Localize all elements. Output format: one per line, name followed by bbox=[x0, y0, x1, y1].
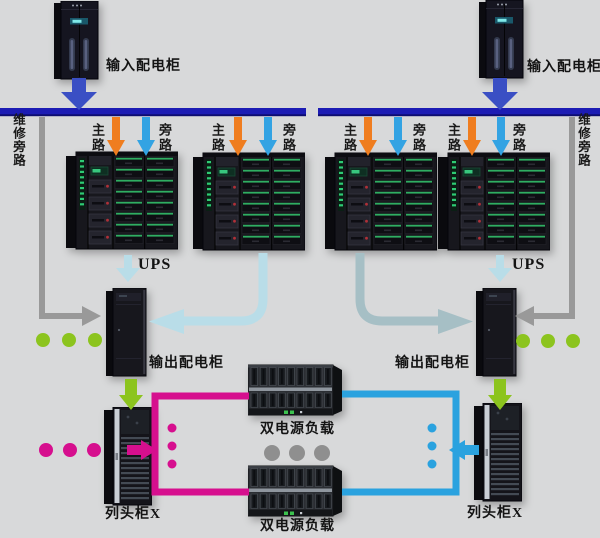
bypass-path-label-a1: 旁路 bbox=[157, 123, 172, 153]
ups-cabinet-icon bbox=[325, 151, 437, 253]
ups-cabinet-a1 bbox=[66, 150, 178, 252]
main-path-label-a1: 主路 bbox=[90, 123, 105, 153]
magenta-dots-vertical bbox=[167, 423, 177, 469]
path-a-bus bbox=[151, 392, 249, 496]
input-cabinet-label-left: 输入配电柜 bbox=[106, 59, 181, 74]
bus-bar-right bbox=[318, 108, 600, 116]
ups-cabinet-b2 bbox=[438, 151, 550, 253]
input-feed-arrow-left bbox=[61, 78, 97, 110]
ups-cabinet-a2 bbox=[193, 151, 305, 253]
blade-chassis-icon bbox=[248, 361, 342, 419]
row-cabinet-label-left: 列头柜X bbox=[105, 507, 162, 522]
output-cabinet-label-right: 输出配电柜 bbox=[395, 356, 470, 371]
ups-output-curve-left bbox=[184, 253, 268, 326]
ups-output-down-arrow-left bbox=[116, 255, 140, 282]
output-cabinet-icon bbox=[476, 288, 517, 377]
green-dots-right bbox=[516, 334, 580, 348]
ups-output-arrow-left bbox=[149, 309, 184, 334]
output-cabinet-left bbox=[106, 288, 148, 378]
ups-cabinet-icon bbox=[193, 151, 305, 253]
maintenance-bypass-label-right: 维修旁路 bbox=[576, 113, 590, 167]
path-b-bus bbox=[342, 390, 460, 496]
dual-load-lower bbox=[248, 462, 342, 520]
bus-bar-left-edge bbox=[0, 114, 306, 117]
bypass-path-label-b2: 旁路 bbox=[511, 123, 526, 153]
magenta-dots-horizontal bbox=[39, 443, 101, 457]
dual-load-label-upper: 双电源负载 bbox=[260, 422, 335, 437]
ups-output-down-arrow-right bbox=[488, 255, 512, 282]
output-cabinet-right bbox=[476, 288, 518, 378]
ups-label-right: UPS bbox=[512, 256, 546, 273]
row-cabinet-icon bbox=[104, 407, 152, 506]
row-cabinet-label-right: 列头柜X bbox=[467, 506, 524, 521]
main-path-label-b2: 主路 bbox=[446, 123, 461, 153]
output-cabinet-label-left: 输出配电柜 bbox=[149, 356, 224, 371]
bypass-path-label-b1: 旁路 bbox=[411, 123, 426, 153]
ups-output-arrow-right bbox=[438, 309, 473, 334]
input-cabinet-icon bbox=[479, 0, 524, 79]
blue-dots-vertical bbox=[427, 423, 437, 469]
maintenance-bypass-label-left: 维修旁路 bbox=[11, 113, 25, 167]
green-dots-left bbox=[36, 333, 102, 347]
maintenance-bypass-arrow-left bbox=[82, 306, 101, 326]
dual-load-label-lower: 双电源负载 bbox=[260, 519, 335, 534]
bypass-path-label-a2: 旁路 bbox=[281, 123, 296, 153]
row-cabinet-left bbox=[104, 407, 152, 507]
input-cabinet-icon bbox=[54, 1, 99, 80]
ups-cabinet-icon bbox=[438, 151, 550, 253]
input-cabinet-label-right: 输入配电柜 bbox=[527, 60, 600, 75]
input-cabinet-right bbox=[479, 0, 525, 80]
dual-load-upper bbox=[248, 361, 342, 419]
input-feed-arrow-right bbox=[482, 78, 518, 110]
blade-chassis-icon bbox=[248, 462, 342, 520]
bus-bar-right-edge bbox=[318, 114, 600, 117]
ups-label-left: UPS bbox=[138, 256, 172, 273]
output-to-row-arrow-left bbox=[119, 379, 143, 410]
row-cabinet-icon bbox=[474, 403, 522, 502]
main-path-label-a2: 主路 bbox=[210, 123, 225, 153]
bus-bar-left bbox=[0, 108, 306, 116]
input-cabinet-left bbox=[54, 1, 100, 81]
output-cabinet-icon bbox=[106, 288, 147, 377]
main-path-label-b1: 主路 bbox=[342, 123, 357, 153]
row-cabinet-right bbox=[474, 403, 522, 503]
gray-dots bbox=[264, 445, 330, 461]
ups-cabinet-b1 bbox=[325, 151, 437, 253]
ups-cabinet-icon bbox=[66, 150, 178, 252]
ups-output-curve-right bbox=[355, 253, 438, 326]
